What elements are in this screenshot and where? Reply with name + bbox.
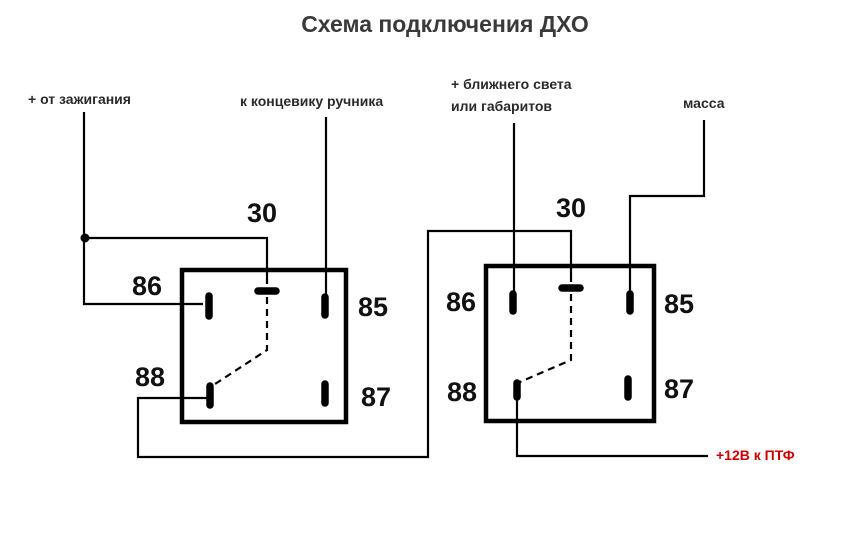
relay-right-switch-arm xyxy=(519,294,573,384)
relay-right-pin-87-label: 87 xyxy=(664,374,694,404)
relay-left-pin-87-label: 87 xyxy=(361,382,391,412)
relay-left-pin-85-label: 85 xyxy=(358,292,388,322)
label-ground: масса xyxy=(683,95,725,111)
diagram-title: Схема подключения ДХО xyxy=(301,11,589,37)
relay-right-pin-30-label: 30 xyxy=(556,193,586,223)
wire-left-88-to-right-30 xyxy=(136,229,573,459)
relay-right-pin-85-label: 85 xyxy=(664,289,694,319)
label-ignition: + от зажигания xyxy=(28,91,131,107)
relay-left-pin-86-label: 86 xyxy=(132,271,162,301)
relay-right-pin-88-label: 88 xyxy=(447,377,477,407)
label-handbrake: к концевику ручника xyxy=(240,93,383,109)
relay-left-pin-30-label: 30 xyxy=(247,198,277,228)
wire-ignition-to-left-30 xyxy=(84,236,269,284)
label-lights-line1: + ближнего света xyxy=(451,76,572,92)
relay-left-housing xyxy=(179,267,349,425)
relay-right: 30 86 85 88 87 xyxy=(446,193,694,424)
relay-left-switch-arm xyxy=(211,297,269,387)
wire-ignition-to-left-86 xyxy=(82,112,203,306)
label-lights-line2: или габаритов xyxy=(451,98,552,114)
label-output-12v: +12В к ПТФ xyxy=(716,447,795,463)
relay-left-pin-88-label: 88 xyxy=(135,362,165,392)
wire-junction-dot xyxy=(80,233,90,243)
relay-left: 30 86 85 88 87 xyxy=(132,198,391,425)
wire-right-88-to-output xyxy=(515,397,708,458)
relay-right-pin-86-label: 86 xyxy=(446,287,476,317)
wire-ground-to-right-85 xyxy=(628,120,706,294)
